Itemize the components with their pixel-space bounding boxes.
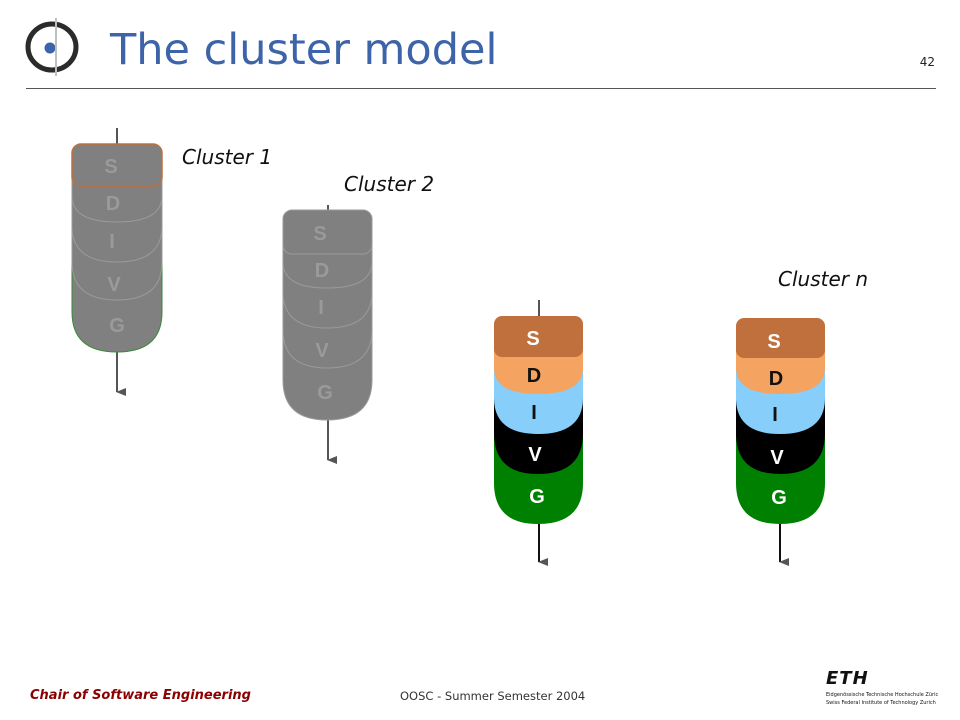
cluster-1: S D I V G Cluster 1 bbox=[71, 128, 272, 396]
cluster-1-layer-v-label: V bbox=[107, 274, 121, 296]
cluster-2: S D I V G Cluster 2 bbox=[282, 172, 434, 464]
cluster-3-layer-i-label: I bbox=[531, 402, 537, 424]
cluster-1-label: Cluster 1 bbox=[182, 145, 272, 169]
slide-title: The cluster model bbox=[110, 25, 498, 75]
cluster-2-layer-s-label: S bbox=[313, 223, 326, 245]
cluster-n: S D I V G Cluster n bbox=[736, 267, 868, 566]
cluster-n-label: Cluster n bbox=[778, 267, 868, 291]
cluster-1-layer-g-label: G bbox=[109, 315, 125, 337]
cluster-n-layer-s-label: S bbox=[767, 331, 780, 353]
eth-logo-line-2: Swiss Federal Institute of Technology Zu… bbox=[826, 700, 936, 706]
header-divider bbox=[26, 88, 936, 89]
cluster-2-layer-d-label: D bbox=[315, 260, 329, 282]
page-number: 42 bbox=[919, 55, 935, 69]
cluster-2-layer-s-shape bbox=[282, 209, 373, 255]
cluster-n-layer-s-shape bbox=[736, 318, 825, 358]
cluster-3: S D I V G bbox=[494, 300, 583, 566]
cluster-n-layer-i-label: I bbox=[772, 404, 778, 426]
cluster-1-layer-i-label: I bbox=[109, 231, 115, 253]
cluster-1-layer-d-label: D bbox=[106, 193, 120, 215]
cluster-2-layer-i-label: I bbox=[318, 297, 324, 319]
cluster-n-layer-d-label: D bbox=[769, 368, 783, 390]
cluster-3-layer-v-label: V bbox=[528, 444, 542, 466]
cluster-2-label: Cluster 2 bbox=[344, 172, 434, 196]
cluster-3-layer-d-label: D bbox=[527, 365, 541, 387]
eth-logo: ETH Eidgenössische Technische Hochschule… bbox=[826, 668, 938, 710]
chair-logo-icon bbox=[25, 18, 79, 76]
cluster-2-layer-g-label: G bbox=[317, 382, 333, 404]
cluster-3-layer-s-label: S bbox=[526, 328, 539, 350]
cluster-1-layer-s-shape bbox=[71, 143, 163, 187]
footer-course-name: OOSC - Summer Semester 2004 bbox=[400, 689, 586, 703]
cluster-1-layer-s-label: S bbox=[104, 156, 117, 178]
cluster-3-layer-s-shape bbox=[494, 316, 583, 357]
footer-chair-name: Chair of Software Engineering bbox=[30, 688, 251, 703]
cluster-3-layer-g-label: G bbox=[529, 486, 545, 508]
eth-logo-wordmark: ETH bbox=[826, 668, 869, 689]
cluster-n-layer-g-label: G bbox=[771, 487, 787, 509]
cluster-n-layer-v-label: V bbox=[770, 447, 784, 469]
cluster-2-layer-v-label: V bbox=[315, 340, 329, 362]
eth-logo-line-1: Eidgenössische Technische Hochschule Zür… bbox=[826, 692, 938, 698]
